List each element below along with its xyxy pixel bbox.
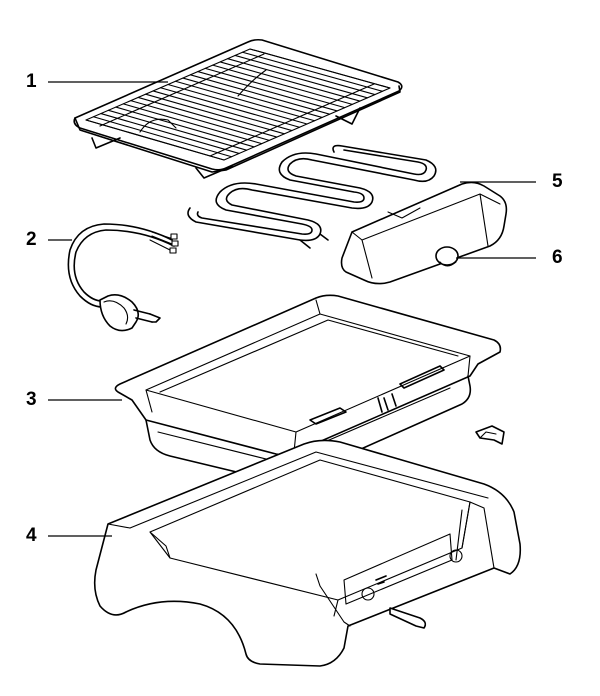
rack-wire [107, 109, 248, 151]
rack-wire [241, 51, 384, 92]
rack-wire [249, 48, 391, 89]
rack-wire [137, 96, 278, 138]
rack-wire [197, 71, 338, 112]
rack-wire [85, 119, 225, 161]
rack-wire [204, 67, 346, 109]
rack-wire [189, 74, 331, 115]
callout-4: 4 [26, 525, 37, 546]
rack-wire [212, 64, 353, 105]
rack-wire [159, 87, 301, 128]
callout-5: 5 [552, 171, 563, 192]
rack-wire [152, 90, 293, 132]
power-cord [67, 223, 179, 332]
callout-3: 3 [26, 389, 37, 410]
thermostat-housing [340, 181, 508, 285]
rack-wire [130, 100, 270, 141]
leader-lines [48, 81, 536, 537]
rack-wire [92, 116, 233, 158]
rack-wire [115, 106, 255, 148]
rack-wire [145, 93, 285, 135]
rack-wire [227, 58, 368, 99]
clip-part [475, 425, 505, 445]
rack-wire [122, 103, 263, 145]
rack-wire [100, 112, 240, 155]
rack-wire [174, 80, 316, 122]
grill-base [93, 439, 522, 667]
rack-wire [219, 61, 361, 102]
callout-6: 6 [552, 247, 563, 268]
rack-wire [167, 83, 308, 125]
heating-element [187, 144, 437, 249]
rack-wire [182, 77, 323, 119]
grill-rack [73, 38, 403, 179]
rack-wire [234, 54, 376, 96]
callout-2: 2 [26, 229, 37, 250]
callout-1: 1 [26, 71, 37, 92]
